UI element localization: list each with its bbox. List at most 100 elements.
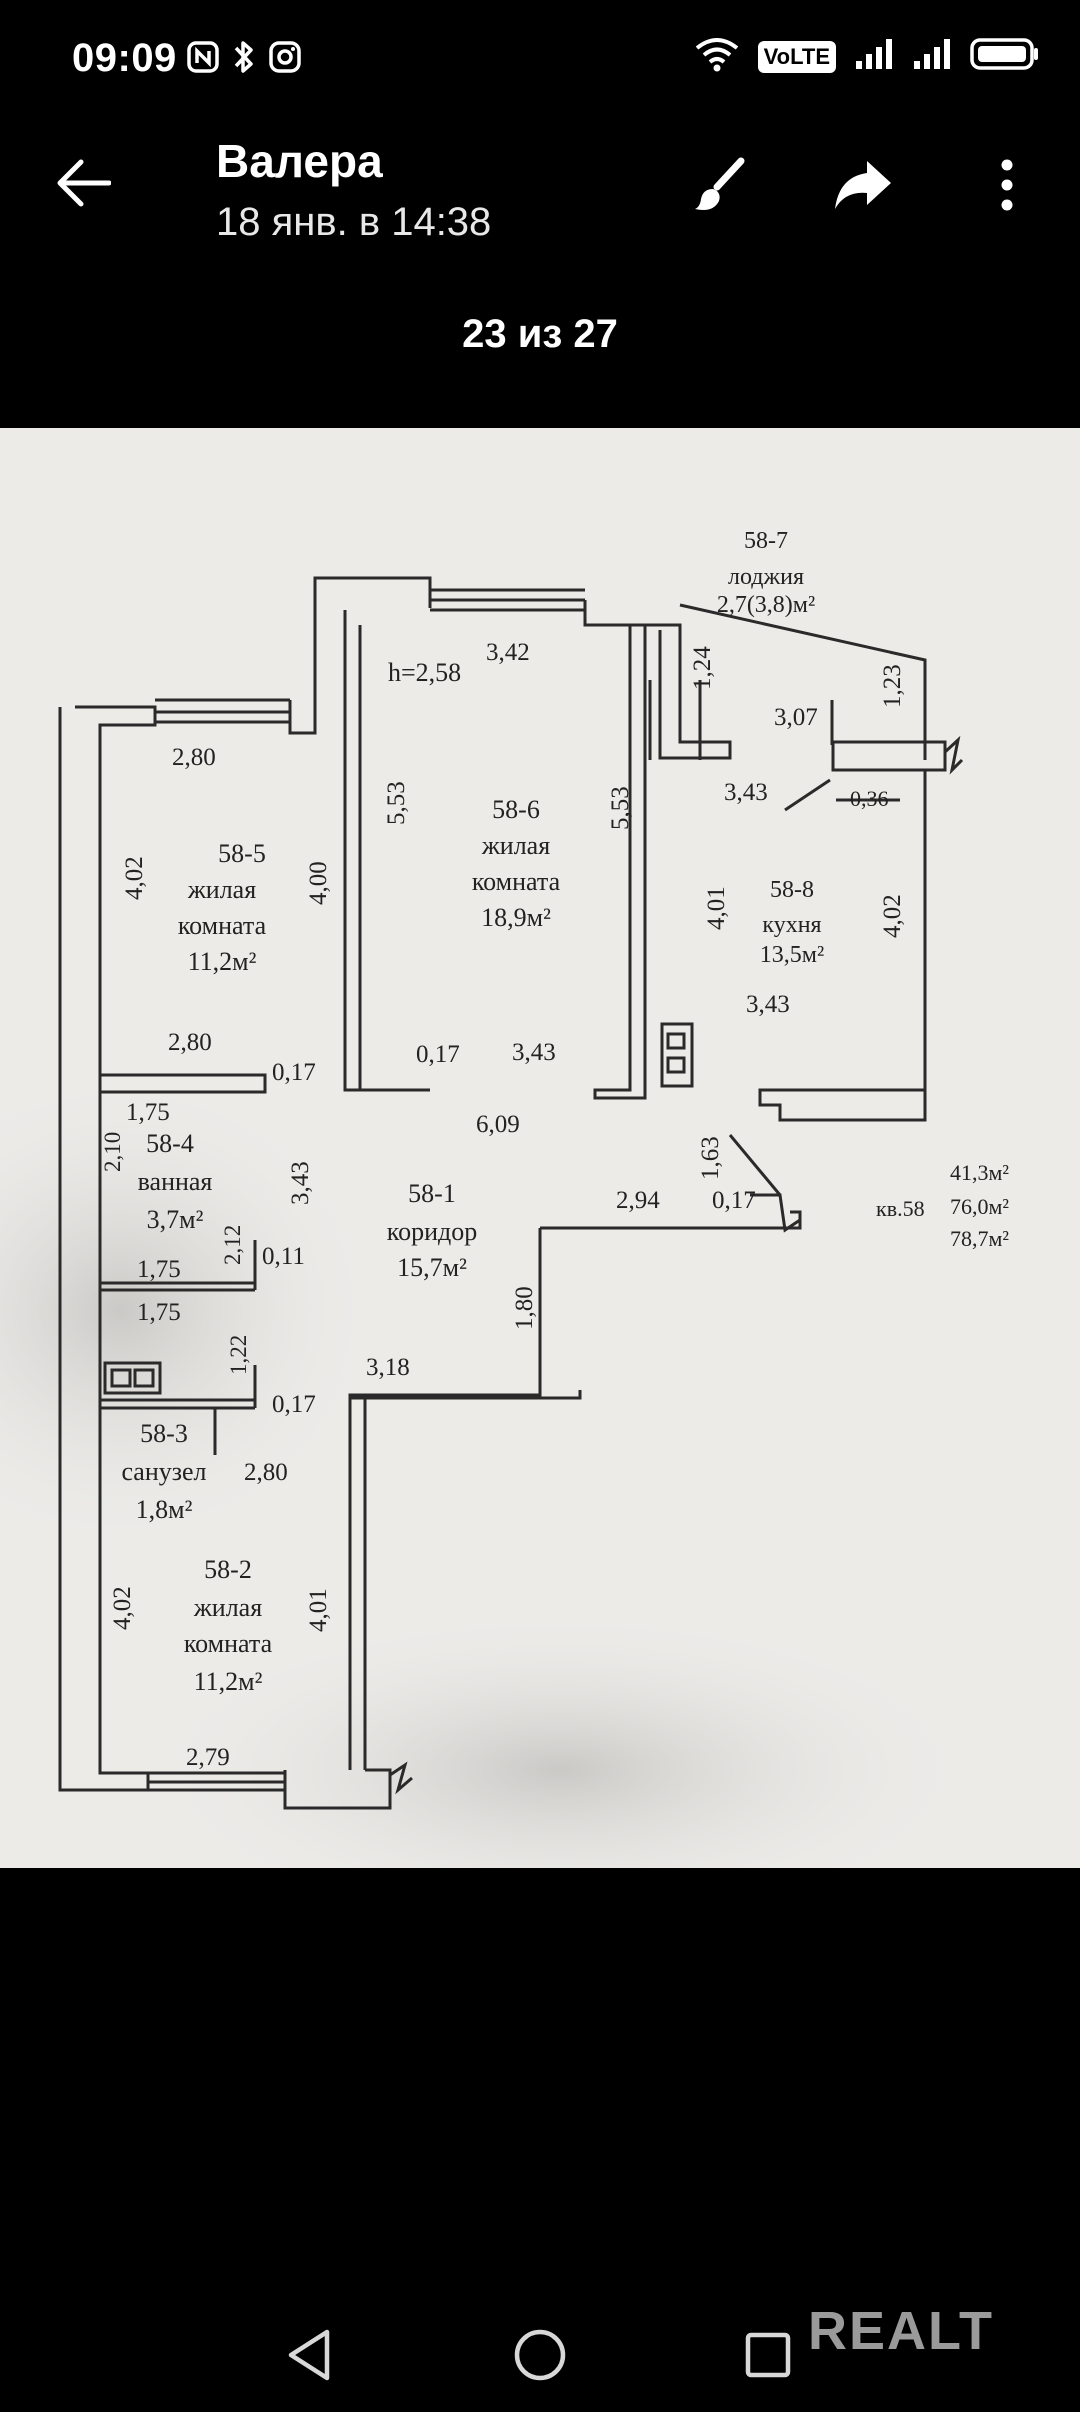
dim-label: 1,80 [511,1286,538,1330]
dim-label: 2,94 [616,1187,660,1214]
dim-label: 2,80 [172,744,216,771]
dim-label: 6,09 [476,1111,520,1138]
dim-label: 1,23 [879,664,906,708]
dim-label: 3,18 [366,1354,410,1381]
status-time: 09:09 [72,36,177,80]
room-58-8-area: 13,5м² [760,942,824,968]
nav-back-button[interactable] [270,2320,350,2390]
status-left-icons [186,38,302,81]
wifi-icon [694,36,740,77]
signal-icon [854,37,894,76]
photo-counter: 23 из 27 [462,312,618,356]
ceiling-height: h=2,58 [388,658,461,687]
back-button[interactable] [50,150,116,216]
nav-recents-button[interactable] [728,2320,808,2390]
floor-plan-photo[interactable]: 58-5 жилая комната 11,2м² 58-6 жилая ком… [0,428,1080,1868]
nfc-icon [186,40,220,79]
dim-label: 1,63 [697,1136,724,1180]
dim-label: 2,80 [244,1459,288,1486]
room-58-4-id: 58-4 [146,1129,194,1158]
room-58-6-id: 58-6 [492,795,540,824]
room-58-6-type2: комната [472,867,561,896]
dim-label: 4,02 [879,894,906,938]
circle-home-icon [514,2329,566,2381]
room-58-3-area: 1,8м² [136,1495,193,1524]
dim-label: 1,22 [226,1335,251,1375]
dim-label: 3,43 [512,1039,556,1066]
room-58-3-id: 58-3 [140,1419,188,1448]
dim-label: 2,10 [100,1132,125,1172]
room-58-2-type: жилая [193,1593,262,1622]
room-58-5-type2: комната [178,911,267,940]
room-58-1-area: 15,7м² [397,1253,467,1282]
status-right-icons: VoLTE [694,36,1040,77]
square-recents-icon [745,2332,791,2378]
dim-label: 0,11 [262,1243,305,1270]
battery-icon [970,36,1040,77]
dim-label: 0,36 [850,786,889,811]
dim-label: 3,43 [724,779,768,806]
room-58-7-id: 58-7 [744,528,788,554]
dim-label: 5,53 [607,786,634,830]
arrow-left-icon [57,159,111,207]
dim-label: 2,79 [186,1744,230,1771]
room-58-6-area: 18,9м² [481,903,551,932]
dim-label: 1,75 [126,1099,170,1126]
room-58-4-area: 3,7м² [147,1205,204,1234]
dim-label: 4,02 [121,856,148,900]
dim-label: 2,12 [220,1225,245,1265]
room-58-6-type: жилая [481,831,550,860]
brush-icon [695,157,745,210]
share-button[interactable] [828,150,898,220]
realt-watermark: REALT [808,2301,994,2361]
dim-label: 4,02 [109,1586,136,1630]
dim-label: 3,42 [486,639,530,666]
room-58-7-type: лоджия [728,564,804,590]
share-arrow-icon [835,161,891,209]
dim-label: 3,43 [287,1161,314,1205]
dim-label: 0,17 [712,1187,756,1214]
room-58-5-id: 58-5 [218,839,266,868]
room-58-4-type: ванная [138,1167,213,1196]
floor-plan-drawing: 58-5 жилая комната 11,2м² 58-6 жилая ком… [0,528,1009,1868]
dim-label: 0,17 [272,1059,316,1086]
dim-label: 1,75 [137,1299,181,1326]
room-58-8-id: 58-8 [770,877,814,903]
dim-label: 4,00 [305,861,332,905]
volte-icon: VoLTE [757,40,836,73]
instagram-icon [268,40,302,79]
room-58-5-type: жилая [187,875,256,904]
more-vertical-icon [1001,159,1013,211]
room-58-2-id: 58-2 [204,1555,252,1584]
room-58-7-area: 2,7(3,8)м² [717,592,815,618]
edit-button[interactable] [686,150,756,220]
room-58-8-type: кухня [762,912,821,938]
room-58-2-type2: комната [184,1629,273,1658]
dim-label: 1,24 [689,646,716,690]
room-58-5-area: 11,2м² [188,947,257,976]
nav-home-button[interactable] [500,2320,580,2390]
room-58-1-id: 58-1 [408,1179,456,1208]
dim-label: 4,01 [703,886,730,930]
total-area-3: 78,7м² [950,1226,1009,1251]
dim-label: 4,01 [305,1588,332,1632]
dim-label: 2,80 [168,1029,212,1056]
dim-label: 0,17 [272,1391,316,1418]
message-date: 18 янв. в 14:38 [216,200,492,244]
dim-label: 0,17 [416,1041,460,1068]
signal-icon [912,37,952,76]
room-58-3-type: санузел [121,1457,206,1486]
total-area-1: 41,3м² [950,1160,1009,1185]
dim-label: 3,43 [746,991,790,1018]
triangle-back-icon [288,2329,330,2381]
more-options-button[interactable] [972,150,1042,220]
status-bar: 09:09 VoLTE [0,0,1080,120]
sender-name: Валера [216,135,383,187]
room-58-2-area: 11,2м² [194,1667,263,1696]
room-58-1-type: коридор [387,1217,477,1246]
dim-label: 5,53 [383,781,410,825]
total-area-2: 76,0м² [950,1194,1009,1219]
apartment-label: кв.58 [876,1196,925,1221]
dim-label: 1,75 [137,1256,181,1283]
bluetooth-icon [232,38,256,81]
